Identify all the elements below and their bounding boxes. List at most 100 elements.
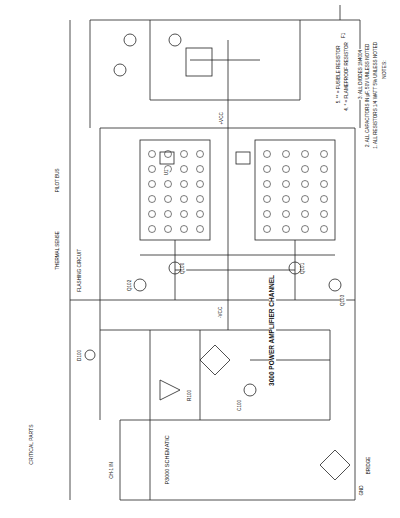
bridge-rectifier <box>200 345 230 375</box>
supply-rail <box>100 300 355 301</box>
output-transistor <box>149 226 156 233</box>
output-transistor <box>321 226 328 233</box>
output-transistor <box>302 211 309 218</box>
transistor-symbol <box>329 279 341 291</box>
schematic-label: GND <box>360 484 365 496</box>
schematic-label: D100 <box>78 349 83 362</box>
output-transistor <box>181 181 188 188</box>
led-symbol <box>85 350 95 360</box>
input-wire <box>100 330 330 500</box>
schematic-label: 3. ALL DIODES 1N4004 <box>360 48 365 99</box>
output-transistor <box>181 151 188 158</box>
output-transistor <box>264 211 271 218</box>
driver-wire <box>140 240 335 300</box>
center-bus <box>228 40 229 330</box>
output-transistor <box>197 226 204 233</box>
output-transistor <box>181 166 188 173</box>
output-transistor <box>283 181 290 188</box>
output-transistor <box>264 166 271 173</box>
output-transistor <box>302 151 309 158</box>
output-transistor <box>149 166 156 173</box>
transistor-symbol <box>244 384 256 396</box>
output-transistor <box>149 211 156 218</box>
drawing-title: 3000 POWER AMPLIFIER CHANNEL <box>269 274 276 387</box>
schematic-label: U1 <box>165 168 170 176</box>
schematic-label: FLASHING CIRCUIT <box>78 248 83 293</box>
output-transistor <box>264 151 271 158</box>
transistor-symbol <box>114 64 126 76</box>
schematic-label: R100 <box>188 389 193 402</box>
transistor-symbol <box>169 262 181 274</box>
schematic-label: 4. * = FLAMEPROOF RESISTOR <box>345 41 350 111</box>
transistor-symbol <box>169 34 181 46</box>
output-transistor <box>165 226 172 233</box>
schematic-label: 1. ALL RESISTORS 1/4 WATT 5% UNLESS NOTE… <box>374 41 379 150</box>
schematic-label: PILOT BUS <box>56 167 61 193</box>
transistor-symbol <box>134 279 146 291</box>
output-transistor <box>302 226 309 233</box>
output-transistor <box>264 226 271 233</box>
output-transistor <box>302 166 309 173</box>
output-transistor <box>197 196 204 203</box>
output-transistor <box>165 181 172 188</box>
output-transistor <box>283 226 290 233</box>
schematic-label: -VCC <box>220 305 225 318</box>
output-transistor <box>283 211 290 218</box>
ic-symbol <box>236 152 250 164</box>
schematic-label: 5. ** = FUSIBLE RESISTOR <box>338 44 343 104</box>
output-transistor <box>283 151 290 158</box>
relay-symbol <box>186 48 212 76</box>
output-transistor <box>321 196 328 203</box>
output-transistor <box>149 181 156 188</box>
protect-wire <box>90 20 360 128</box>
schematic-label: THERMAL SENSE <box>56 230 61 271</box>
schematic-label: CRITICAL PARTS <box>29 424 34 466</box>
output-transistor <box>197 181 204 188</box>
output-transistor <box>197 211 204 218</box>
schematic-label: Q103 <box>342 293 347 306</box>
schematic-label: BRIDGE <box>368 455 373 475</box>
output-transistor <box>197 166 204 173</box>
schematic-label: CH-1 IN <box>110 461 115 480</box>
output-transistor <box>165 211 172 218</box>
output-transistor <box>264 181 271 188</box>
output-transistor <box>197 151 204 158</box>
signal-wire <box>355 128 356 500</box>
signal-wire <box>100 128 101 420</box>
output-transistor <box>165 151 172 158</box>
output-transistor <box>264 196 271 203</box>
output-transistor <box>181 196 188 203</box>
output-transistor <box>321 166 328 173</box>
transistor-symbol <box>124 34 136 46</box>
schematic-label: +VCC <box>220 111 225 125</box>
output-transistor <box>283 166 290 173</box>
schematic-label: Q102 <box>129 278 134 291</box>
output-transistor <box>302 181 309 188</box>
output-bank-outline <box>255 140 335 240</box>
transistor-symbol <box>289 262 301 274</box>
output-transistor <box>181 226 188 233</box>
output-transistor <box>181 211 188 218</box>
output-transistor <box>149 196 156 203</box>
schematic-label: C100 <box>238 399 243 412</box>
pilot-bus-wire <box>70 20 100 500</box>
schematic-label: F1 <box>343 31 348 38</box>
output-transistor <box>321 151 328 158</box>
ground-wire <box>120 5 355 500</box>
schematic-label: 2. ALL CAPACITORS IN µF, 50V UNLESS NOTE… <box>367 42 372 147</box>
output-transistor <box>149 151 156 158</box>
output-transistor <box>321 211 328 218</box>
supply-rail <box>100 128 355 129</box>
schematic-label: Q101 <box>302 261 307 274</box>
output-transistor <box>165 196 172 203</box>
schematic-label: P3000 SCHEMATIC <box>165 434 171 485</box>
opamp-symbol <box>160 380 180 400</box>
output-transistor <box>283 196 290 203</box>
ic-symbol <box>160 152 174 164</box>
output-transistor <box>321 181 328 188</box>
bridge-rectifier <box>320 450 350 480</box>
schematic-label: Q100 <box>182 261 187 274</box>
output-bank-outline <box>140 140 210 240</box>
output-transistor <box>302 196 309 203</box>
schematic-label: NOTES: <box>381 60 386 81</box>
